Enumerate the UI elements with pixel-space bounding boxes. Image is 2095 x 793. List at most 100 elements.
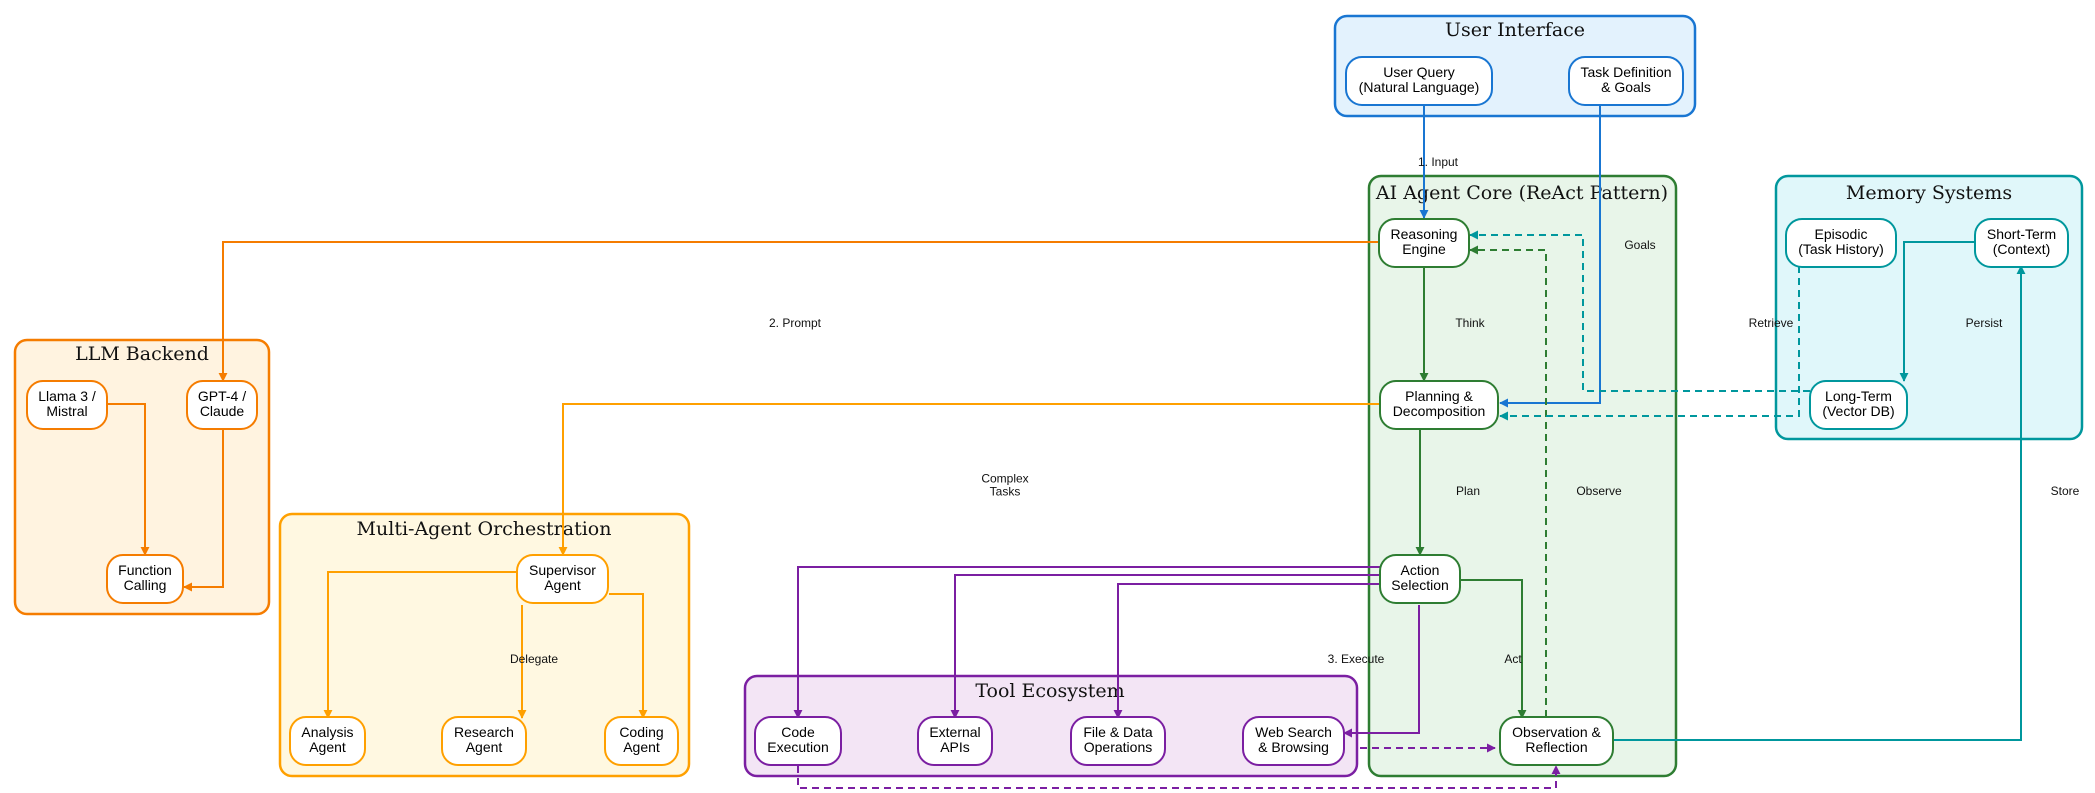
node-episodic-memory-label-line-2: (Task History): [1798, 241, 1884, 257]
node-user-query-label-line-2: (Natural Language): [1359, 79, 1480, 95]
node-action-selection-label-line-2: Selection: [1391, 577, 1449, 593]
node-research-agent-label-line-2: Agent: [466, 739, 503, 755]
node-gpt4-claude-label-line-1: GPT-4 /: [198, 388, 246, 404]
node-supervisor-agent-label-line-1: Supervisor: [529, 562, 596, 578]
edge-label-store-line-1: Store: [2051, 484, 2080, 498]
node-gpt4-claude[interactable]: GPT-4 /Claude: [186, 380, 258, 430]
node-observation-reflection-label-line-2: Reflection: [1525, 739, 1587, 755]
node-external-apis-label-line-2: APIs: [940, 739, 970, 755]
edge-label-plan: Plan: [1456, 484, 1480, 498]
edge-action-codeexec: [793, 566, 1381, 719]
edge-taskdef-planning: [1499, 105, 1601, 408]
node-planning-decomposition-label-line-1: Planning &: [1405, 388, 1473, 404]
edge-planning-supervisor: [558, 403, 1380, 556]
edge-label-complex-tasks-line-2: Tasks: [990, 485, 1021, 499]
edge-label-retrieve-line-1: Retrieve: [1749, 316, 1794, 330]
edge-label-observe: Observe: [1576, 484, 1622, 498]
edge-llama-functioncalling: [108, 403, 150, 556]
edge-label-delegate-line-1: Delegate: [510, 652, 558, 666]
edge-label-think: Think: [1455, 316, 1485, 330]
edge-label-input: 1. Input: [1418, 155, 1459, 169]
node-analysis-agent-label-line-1: Analysis: [301, 724, 353, 740]
node-task-definition[interactable]: Task Definition& Goals: [1568, 56, 1684, 106]
node-reasoning-engine-label-line-2: Engine: [1402, 241, 1446, 257]
node-llama-mistral-label-line-2: Mistral: [46, 403, 87, 419]
node-episodic-memory-label-line-1: Episodic: [1815, 226, 1868, 242]
edge-action-observation: [1458, 579, 1527, 719]
node-llama-mistral[interactable]: Llama 3 /Mistral: [26, 380, 108, 430]
cluster-label-llm: LLM Backend: [75, 343, 209, 365]
edge-label-retrieve: Retrieve: [1749, 316, 1794, 330]
cluster-label-tools: Tool Ecosystem: [975, 680, 1124, 702]
nodes: User Query(Natural Language) Task Defini…: [26, 56, 2069, 766]
node-function-calling-label-line-2: Calling: [124, 577, 167, 593]
node-web-search-browsing-label-line-1: Web Search: [1255, 724, 1332, 740]
node-episodic-memory[interactable]: Episodic(Task History): [1785, 218, 1897, 268]
node-llama-mistral-label-line-1: Llama 3 /: [38, 388, 96, 404]
cluster-label-multi-agent: Multi-Agent Orchestration: [357, 518, 612, 540]
edge-label-input-line-1: 1. Input: [1418, 155, 1459, 169]
edge-label-delegate: Delegate: [510, 652, 558, 666]
edge-label-act-line-1: Act: [1504, 652, 1522, 666]
node-file-data-operations-label-line-2: Operations: [1084, 739, 1152, 755]
node-user-query-label-line-1: User Query: [1383, 64, 1455, 80]
edge-label-observe-line-1: Observe: [1576, 484, 1622, 498]
edge-labels: 1. Input Goals 2. Prompt Think Retrieve …: [510, 155, 2080, 666]
edge-label-execute-line-1: 3. Execute: [1328, 652, 1385, 666]
edge-reasoning-gpt4: [218, 241, 1379, 382]
edge-shortterm-longterm: [1899, 241, 1975, 382]
node-long-term-memory[interactable]: Long-Term(Vector DB): [1809, 380, 1908, 430]
node-short-term-memory[interactable]: Short-Term(Context): [1974, 218, 2069, 268]
node-task-definition-label-line-1: Task Definition: [1580, 64, 1671, 80]
edge-label-goals: Goals: [1624, 238, 1655, 252]
node-long-term-memory-label-line-1: Long-Term: [1825, 388, 1892, 404]
node-action-selection-label-line-1: Action: [1401, 562, 1440, 578]
edge-label-think-line-1: Think: [1455, 316, 1485, 330]
node-reasoning-engine-label-line-1: Reasoning: [1391, 226, 1458, 242]
node-research-agent-label-line-1: Research: [454, 724, 514, 740]
edge-label-goals-line-1: Goals: [1624, 238, 1655, 252]
node-user-query[interactable]: User Query(Natural Language): [1345, 56, 1493, 106]
edge-label-prompt: 2. Prompt: [769, 316, 822, 330]
node-task-definition-label-line-2: & Goals: [1601, 79, 1651, 95]
node-code-execution-label-line-1: Code: [781, 724, 815, 740]
node-gpt4-claude-label-line-2: Claude: [200, 403, 245, 419]
cluster-label-user-interface: User Interface: [1445, 19, 1585, 41]
node-file-data-operations-label-line-1: File & Data: [1083, 724, 1152, 740]
node-short-term-memory-label-line-1: Short-Term: [1987, 226, 2056, 242]
edge-episodic-planning: [1499, 266, 1800, 421]
node-observation-reflection[interactable]: Observation &Reflection: [1499, 716, 1614, 766]
node-planning-decomposition[interactable]: Planning &Decomposition: [1379, 380, 1499, 430]
node-planning-decomposition-label-line-2: Decomposition: [1393, 403, 1486, 419]
node-web-search-browsing[interactable]: Web Search& Browsing: [1242, 716, 1345, 766]
edge-action-externalapis: [950, 574, 1381, 719]
edge-action-websearch: [1343, 605, 1420, 738]
edge-observation-reasoning: [1469, 245, 1547, 717]
edge-codeexec-observation: [797, 765, 1561, 789]
node-function-calling-label-line-1: Function: [118, 562, 172, 578]
node-supervisor-agent-label-line-2: Agent: [544, 577, 581, 593]
node-observation-reflection-label-line-1: Observation &: [1512, 724, 1601, 740]
node-analysis-agent-label-line-2: Agent: [309, 739, 346, 755]
node-coding-agent-label-line-1: Coding: [619, 724, 663, 740]
edge-gpt4-functioncalling: [183, 427, 224, 592]
cluster-label-agent-core: AI Agent Core (ReAct Pattern): [1375, 182, 1668, 204]
edge-label-persist-line-1: Persist: [1966, 316, 2003, 330]
edge-observation-shortterm: [1614, 265, 2026, 741]
node-web-search-browsing-label-line-2: & Browsing: [1258, 739, 1329, 755]
cluster-tool-ecosystem: Tool Ecosystem: [743, 674, 1359, 778]
node-code-execution-label-line-2: Execution: [767, 739, 828, 755]
node-external-apis-label-line-1: External: [929, 724, 980, 740]
